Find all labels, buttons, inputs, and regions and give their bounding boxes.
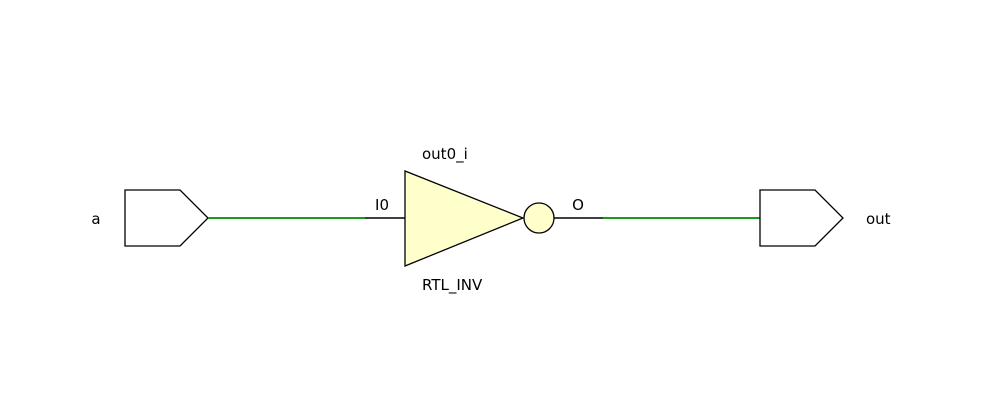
cell-instance-name: out0_i — [422, 145, 468, 164]
input-port-a[interactable]: a — [91, 189, 209, 247]
inverter-cell-out0-i[interactable]: I0 O out0_i RTL_INV — [365, 145, 603, 295]
output-port-label: out — [866, 210, 891, 228]
output-port-shape[interactable] — [759, 189, 844, 247]
input-pin-label: I0 — [375, 196, 389, 214]
input-port-shape[interactable] — [124, 189, 209, 247]
input-port-label: a — [91, 210, 100, 228]
cell-type-name: RTL_INV — [422, 276, 483, 295]
output-pin-label: O — [572, 196, 584, 214]
output-port-out[interactable]: out — [759, 189, 891, 247]
inversion-bubble — [523, 202, 555, 234]
inverter-triangle[interactable] — [404, 170, 525, 267]
